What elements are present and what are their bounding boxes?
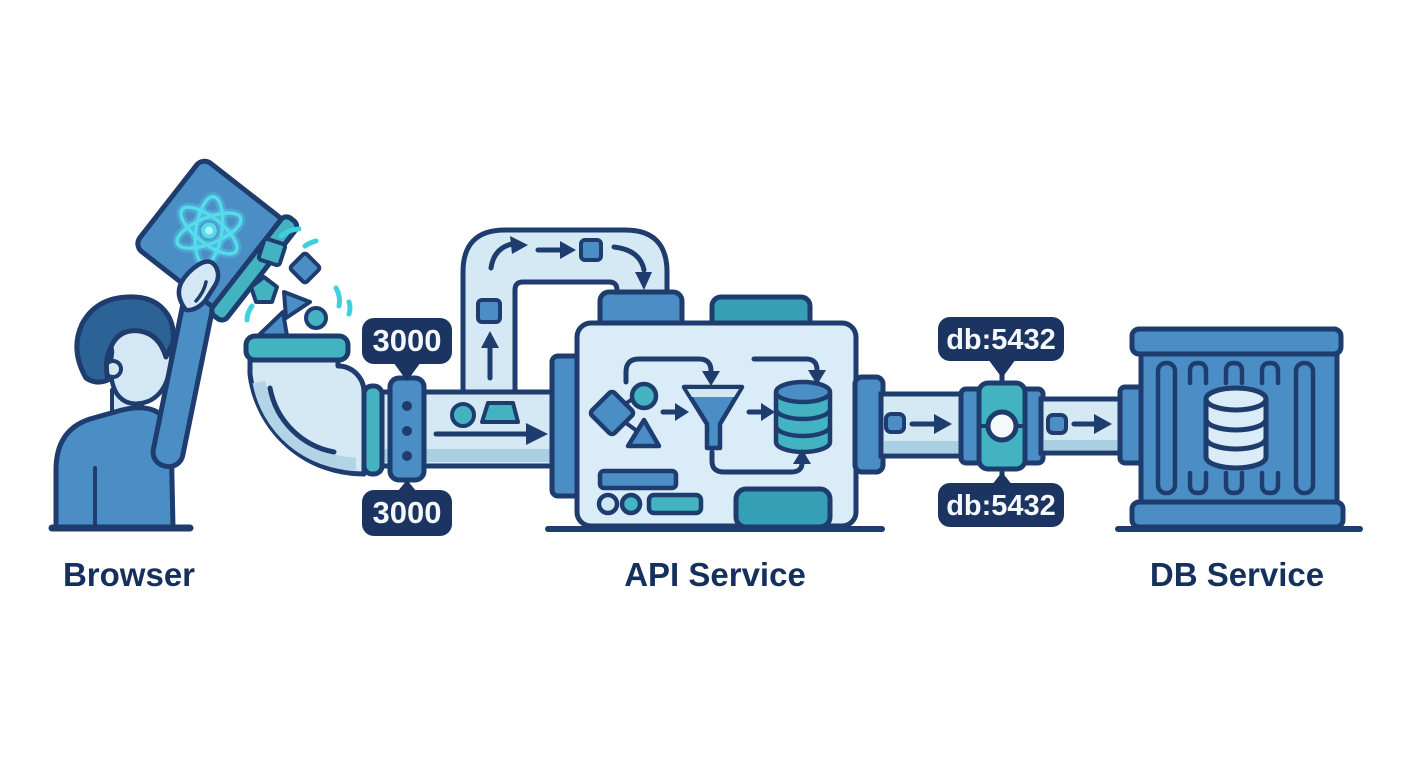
data-bucket-icon [135,158,300,323]
packet-square [476,298,502,324]
flange-bolt [402,451,412,461]
label-browser: Browser [63,556,195,593]
person-figure [53,278,218,531]
curve-arrow-head [510,236,528,254]
falling-data-shapes [249,236,328,330]
data-circle-shape [304,306,328,330]
badge-box [938,317,1064,361]
db-database-cylinder-icon [1203,385,1269,471]
cluster-triangle [625,417,662,449]
container-top-cap [1129,326,1344,357]
flow-arrow-head [934,414,952,434]
cluster-diamond [588,389,636,437]
badge-pointer [988,359,1016,378]
badge-db-5432-bottom: db:5432 [946,490,1056,522]
spilling-shape [256,310,289,338]
motion-dashes [244,226,353,323]
data-diamond-shape [288,251,322,285]
flow-arrow-head [1094,414,1112,434]
inner-arc-arrow-1 [623,356,714,385]
elbow-pipe-body [247,357,367,477]
inner-arc-arrow-1-head [702,371,720,386]
badge-port-3000-bottom: 3000 [373,495,442,530]
cluster-circle [629,381,659,411]
overhead-pipe-icon [460,227,670,395]
inner-loop-arrow [709,449,805,475]
label-db-service: DB Service [1150,556,1324,593]
inner-arc-arrow-2-head [808,370,826,385]
data-dot [450,402,476,428]
port-badge-top: 3000 [362,318,452,381]
flange-bolt [402,401,412,411]
arrow-head [560,241,576,259]
elbow-pipe-shade [252,380,357,471]
api-to-valve-pipe [852,374,966,475]
react-logo-icon [172,192,246,269]
port-flange-icon [361,360,427,500]
filter-funnel-icon [681,384,745,451]
api-service-box [549,289,859,530]
container-slat-right [1293,360,1316,496]
pipe-shade [884,441,960,453]
valve-to-db-pipe [1038,384,1147,466]
led-dot-light [596,492,620,516]
inner-arrow-1-head [675,403,689,421]
funnel-pipe-icon [243,333,367,477]
data-triangle-shape [282,290,312,320]
person-hand [176,259,221,313]
raw-data-icon [588,381,662,449]
badge-db-5432-top: db:5432 [946,324,1056,356]
badge-box [938,483,1064,527]
led-dot-teal [619,492,643,516]
elbow-pipe-detail-line [267,385,337,455]
curve-down-arrow-head [635,272,652,290]
status-bar-blue [597,468,679,491]
inner-arc-arrow-2 [751,356,820,373]
db-port-badge-top: db:5432 [938,317,1064,378]
container-slat-left [1155,360,1178,496]
database-cylinder-icon [773,379,833,455]
funnel-rim [243,333,351,363]
valve-port-circle [985,409,1019,443]
curve-arrow-icon [488,241,515,271]
badge-box [362,490,452,536]
flange-bolt [402,426,412,436]
person-torso [53,405,176,531]
data-chip [480,401,520,424]
inner-loop-arrow-head [793,449,811,464]
badge-port-3000-top: 3000 [373,323,442,358]
packet-square [884,412,906,434]
label-api-service: API Service [624,556,806,593]
db-port-badge-bottom: db:5432 [938,472,1064,527]
container-ridges [1187,360,1281,496]
status-bar-teal [646,492,704,516]
container-bottom-cap [1129,499,1346,530]
data-pentagon-shape [249,275,279,304]
inner-arrow-2-head [761,403,775,421]
valve-icon [958,358,1046,492]
person-hair [74,294,176,385]
up-arrow-head [481,331,499,348]
port-badge-bottom: 3000 [362,480,452,536]
data-square-shape [256,236,288,268]
badge-box [362,318,452,364]
curve-down-arrow-icon [611,244,647,273]
person-thumb-line [194,280,208,303]
api-foot-tab [733,486,833,530]
packet-square [579,238,603,262]
flange-ring-teal [361,383,385,477]
pipe-shade [1044,440,1122,450]
packet-square [1046,413,1068,435]
flow-arrow-head [526,423,548,445]
badge-pointer [393,362,421,381]
container-crate-icon [1129,326,1346,530]
